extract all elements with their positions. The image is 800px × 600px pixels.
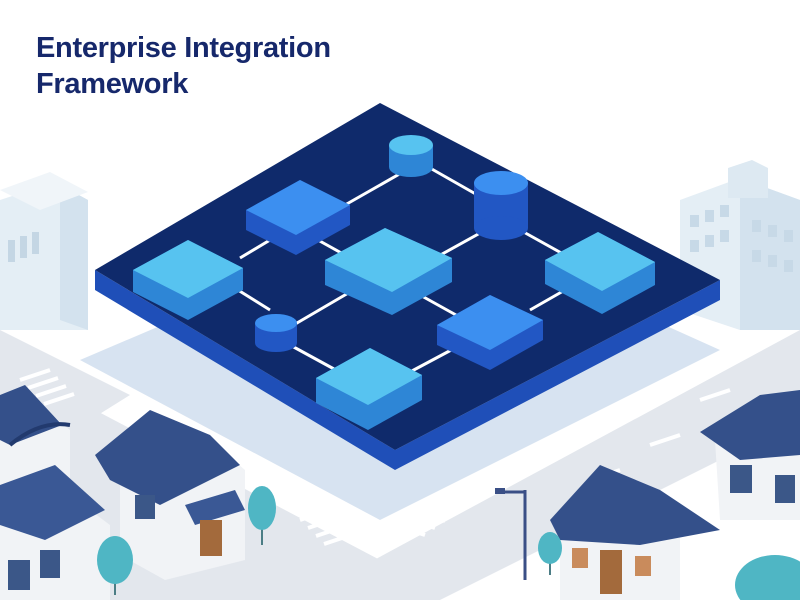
database-small-left (255, 314, 297, 352)
road-left (0, 330, 130, 420)
title-line-1: Enterprise Integration (36, 32, 331, 64)
house-center-left (95, 410, 245, 580)
street-lamp (495, 488, 527, 580)
title-line-2: Framework (36, 68, 189, 100)
page-title: Enterprise Integration Framework (36, 30, 331, 102)
building-left (0, 172, 88, 330)
road-cross (300, 330, 800, 600)
trees (97, 486, 800, 600)
node-block-lower (316, 348, 422, 430)
node-block-center (325, 228, 452, 315)
road-markings (19, 368, 731, 546)
database-large (474, 171, 528, 240)
node-block-lower-right (437, 295, 543, 370)
integration-platform (80, 103, 720, 520)
database-small-top (389, 135, 433, 177)
node-block-upper (246, 180, 350, 255)
house-right-front (550, 465, 720, 600)
node-block-right (545, 232, 655, 314)
house-left-front (0, 465, 110, 600)
city-background (0, 160, 800, 600)
node-block-left (133, 240, 243, 320)
house-right-back (700, 390, 800, 520)
